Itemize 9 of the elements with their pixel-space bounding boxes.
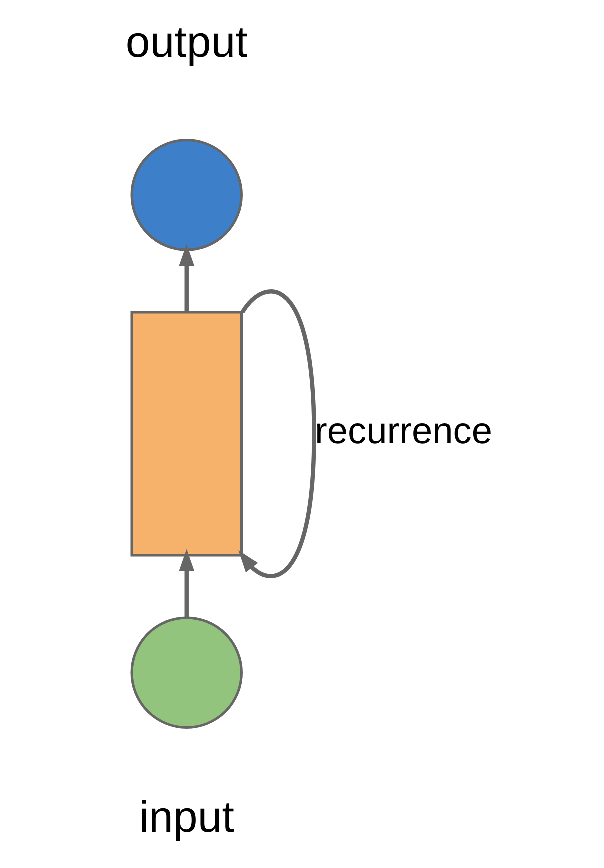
node-label: output: [125, 18, 248, 68]
arrow: [238, 290, 316, 578]
edge-label: recurrence: [314, 409, 492, 452]
node-circle: [130, 616, 242, 729]
arrow: [178, 244, 194, 312]
node-label: input: [138, 793, 234, 842]
node-box: [130, 311, 242, 557]
arrow: [178, 549, 194, 618]
node-circle: [130, 139, 242, 252]
